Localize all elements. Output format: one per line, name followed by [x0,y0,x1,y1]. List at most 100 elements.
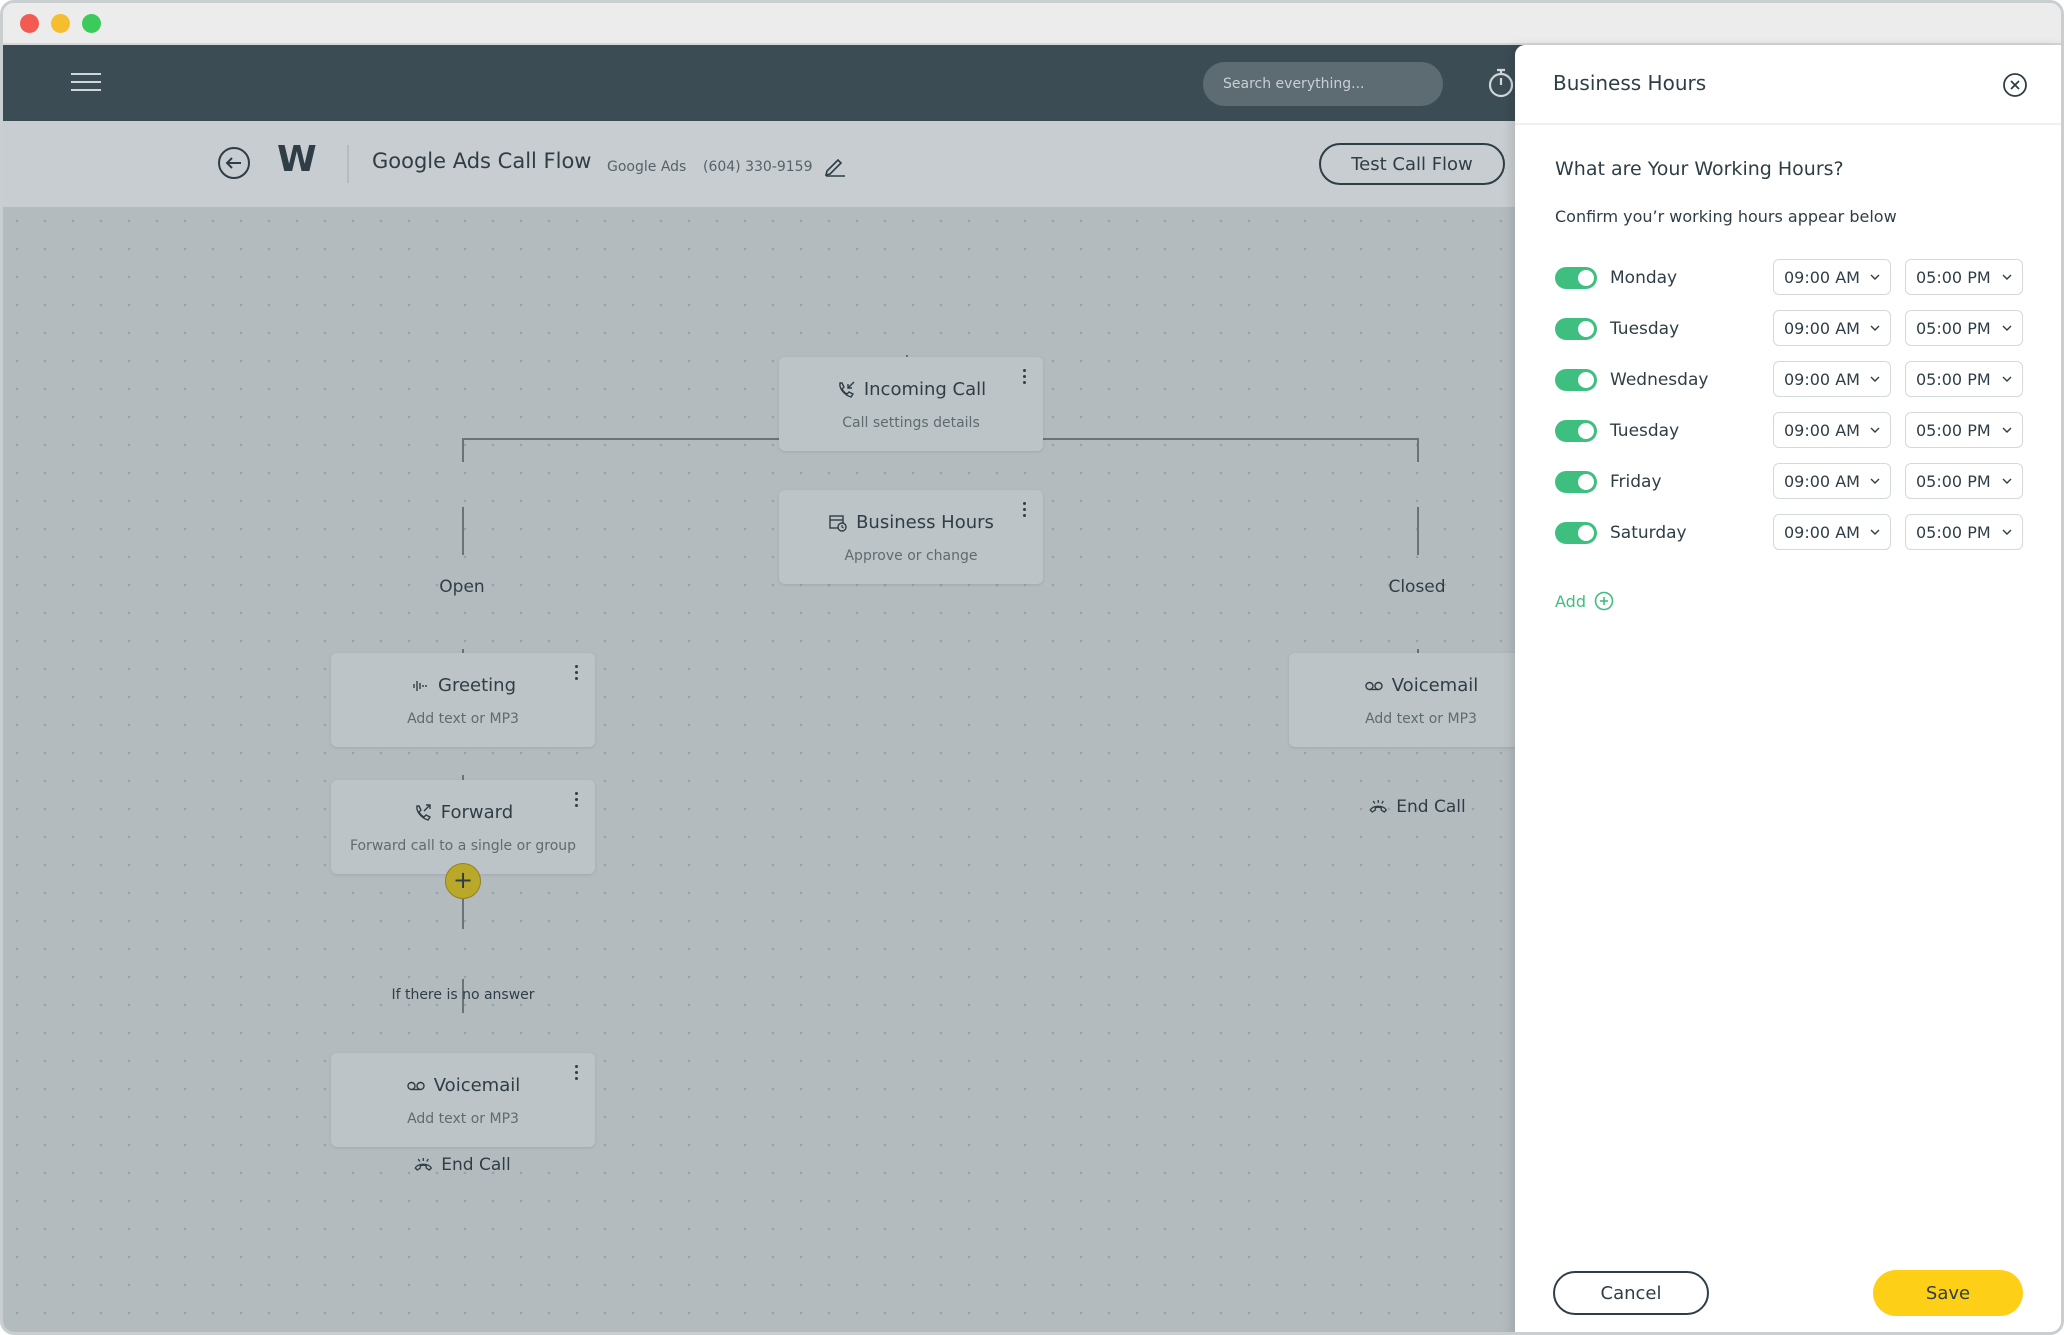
day-toggle[interactable] [1555,420,1597,442]
minimize-window-button[interactable] [51,14,70,33]
no-answer-label: If there is no answer [391,987,535,1003]
connector-line [463,438,780,440]
chevron-down-icon [2002,478,2012,484]
flow-source-label: Google Ads [607,159,687,175]
day-label: Tuesday [1610,421,1680,441]
node-title: Business Hours [779,512,1043,533]
forward-node[interactable]: Forward Forward call to a single or grou… [331,780,595,874]
panel-title: Business Hours [1553,71,1707,95]
greeting-node[interactable]: Greeting Add text or MP3 [331,653,595,747]
day-row-thursday: Tuesday 09:00 AM 05:00 PM [1555,412,2025,452]
plus-circle-icon [1594,591,1614,611]
day-label: Friday [1610,472,1662,492]
maximize-window-button[interactable] [82,14,101,33]
add-step-button[interactable]: + [445,863,481,899]
chevron-down-icon [1870,376,1880,382]
search-input[interactable]: Search everything... [1203,62,1443,106]
panel-header: Business Hours [1515,45,2061,125]
day-toggle[interactable] [1555,522,1597,544]
end-time-select[interactable]: 05:00 PM [1905,412,2023,448]
chevron-down-icon [2002,427,2012,433]
start-time-select[interactable]: 09:00 AM [1773,259,1891,295]
brand-logo: W [277,139,317,180]
node-menu-icon[interactable] [1021,502,1027,520]
hang-up-icon [1369,800,1388,813]
forward-title: Forward [440,802,514,823]
test-call-flow-button[interactable]: Test Call Flow [1319,143,1505,185]
start-time-select[interactable]: 09:00 AM [1773,412,1891,448]
start-time-select[interactable]: 09:00 AM [1773,463,1891,499]
connector-line [1043,438,1418,440]
day-toggle[interactable] [1555,471,1597,493]
greeting-subtitle: Add text or MP3 [407,711,519,727]
end-call-closed: End Call [1368,797,1466,817]
branch-closed-label: Closed [1388,577,1446,597]
cancel-button[interactable]: Cancel [1553,1271,1709,1315]
forward-call-icon [415,803,431,821]
chevron-down-icon [1870,325,1880,331]
end-time-select[interactable]: 05:00 PM [1905,514,2023,550]
app-root: Search everything... W Google Ads Call F… [3,45,2061,1332]
node-title: Greeting [331,675,595,696]
end-call-label: End Call [1396,797,1466,817]
node-menu-icon[interactable] [1021,369,1027,387]
chevron-down-icon [1870,427,1880,433]
voicemail-icon [1365,681,1383,690]
connector-line [462,979,464,1013]
day-toggle[interactable] [1555,369,1597,391]
voicemail-node[interactable]: Voicemail Add text or MP3 [331,1053,595,1147]
close-icon[interactable] [2002,72,2028,98]
calendar-clock-icon [829,514,847,532]
node-menu-icon[interactable] [573,1065,579,1083]
end-time-select[interactable]: 05:00 PM [1905,310,2023,346]
edit-pencil-icon[interactable] [823,155,847,177]
chevron-down-icon [2002,529,2012,535]
node-title: Voicemail [331,1075,595,1096]
header-divider [347,145,349,183]
connector-line [462,507,464,555]
end-time-select[interactable]: 05:00 PM [1905,361,2023,397]
day-row-friday: Friday 09:00 AM 05:00 PM [1555,463,2025,503]
day-row-monday: Monday 09:00 AM 05:00 PM [1555,259,2025,299]
connector-line [462,899,464,929]
call-flow-canvas[interactable]: Incoming Call Call settings details Busi… [3,207,1553,1332]
day-toggle[interactable] [1555,318,1597,340]
greeting-title: Greeting [438,675,516,696]
flow-phone-number: (604) 330-9159 [703,159,813,175]
start-time-select[interactable]: 09:00 AM [1773,310,1891,346]
voicemail-closed-node[interactable]: Voicemail Add text or MP3 [1289,653,1553,747]
chevron-down-icon [2002,376,2012,382]
node-menu-icon[interactable] [573,665,579,683]
chevron-down-icon [2002,274,2012,280]
start-time-select[interactable]: 09:00 AM [1773,361,1891,397]
incoming-call-title: Incoming Call [863,379,987,400]
connector-line [462,438,464,462]
incoming-call-subtitle: Call settings details [842,415,980,431]
voicemail-title: Voicemail [433,1075,521,1096]
voicemail-closed-title: Voicemail [1391,675,1479,696]
voicemail-subtitle: Add text or MP3 [407,1111,519,1127]
incoming-call-node[interactable]: Incoming Call Call settings details [779,357,1043,451]
add-hours-button[interactable]: Add [1555,591,1614,611]
chevron-down-icon [1870,274,1880,280]
business-hours-node[interactable]: Business Hours Approve or change [779,490,1043,584]
chevron-down-icon [1870,529,1880,535]
hamburger-menu-icon[interactable] [71,73,101,93]
save-button[interactable]: Save [1873,1270,2023,1316]
voicemail-closed-subtitle: Add text or MP3 [1365,711,1477,727]
branch-open-label: Open [439,577,485,597]
start-time-select[interactable]: 09:00 AM [1773,514,1891,550]
voicemail-icon [407,1081,425,1090]
node-menu-icon[interactable] [573,792,579,810]
end-time-select[interactable]: 05:00 PM [1905,463,2023,499]
day-toggle[interactable] [1555,267,1597,289]
chevron-down-icon [1870,478,1880,484]
stopwatch-icon[interactable] [1485,67,1517,99]
working-hours-heading: What are Your Working Hours? [1555,158,1844,180]
end-call-label: End Call [441,1155,511,1175]
node-title: Voicemail [1289,675,1553,696]
close-window-button[interactable] [20,14,39,33]
connector-line [1417,438,1419,462]
end-time-select[interactable]: 05:00 PM [1905,259,2023,295]
back-arrow-icon[interactable] [217,146,251,180]
